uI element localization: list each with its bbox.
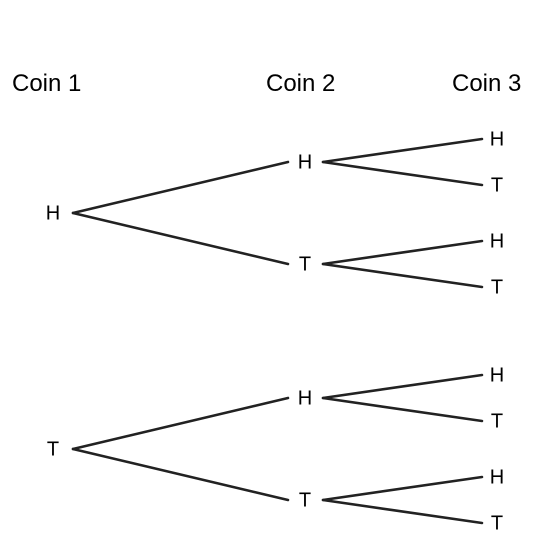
edge-coin2-2-2-to-coin3-1: [321, 475, 484, 502]
coin3-node-2-1-1: H: [490, 364, 504, 386]
coin3-node-2-2-2: T: [491, 512, 503, 534]
coin2-node-2-1: H: [298, 387, 312, 409]
header-coin-2: Coin 2: [266, 70, 335, 97]
edge-coin2-1-2-to-coin3-2: [321, 262, 484, 289]
header-coin-1: Coin 1: [12, 70, 81, 97]
coin2-node-1-2: T: [299, 253, 311, 275]
edge-coin1-1-to-coin2-1: [71, 160, 290, 215]
tree-nodes: H H H T T H T T H H T T H T: [46, 128, 504, 534]
edge-coin2-2-1-to-coin3-2: [321, 396, 484, 423]
header-coin-3: Coin 3: [452, 70, 521, 97]
edge-coin2-1-2-to-coin3-1: [321, 239, 484, 266]
edge-coin2-2-2-to-coin3-2: [321, 498, 484, 525]
coin3-node-1-1-2: T: [491, 174, 503, 196]
coin3-node-2-1-2: T: [491, 410, 503, 432]
edge-coin2-2-1-to-coin3-1: [321, 373, 484, 400]
coin3-node-1-2-2: T: [491, 276, 503, 298]
coin2-node-1-1: H: [298, 151, 312, 173]
coin2-node-2-2: T: [299, 489, 311, 511]
tree-edges: [71, 137, 484, 525]
column-headers: Coin 1 Coin 2 Coin 3: [12, 70, 521, 97]
coin3-node-1-1-1: H: [490, 128, 504, 150]
coin1-node-1: H: [46, 202, 60, 224]
edge-coin1-2-to-coin2-2: [71, 447, 290, 502]
edge-coin2-1-1-to-coin3-2: [321, 160, 484, 187]
coin3-node-1-2-1: H: [490, 230, 504, 252]
edge-coin2-1-1-to-coin3-1: [321, 137, 484, 164]
edge-coin1-1-to-coin2-2: [71, 211, 290, 266]
coin1-node-2: T: [47, 438, 59, 460]
coin3-node-2-2-1: H: [490, 466, 504, 488]
edge-coin1-2-to-coin2-1: [71, 396, 290, 451]
